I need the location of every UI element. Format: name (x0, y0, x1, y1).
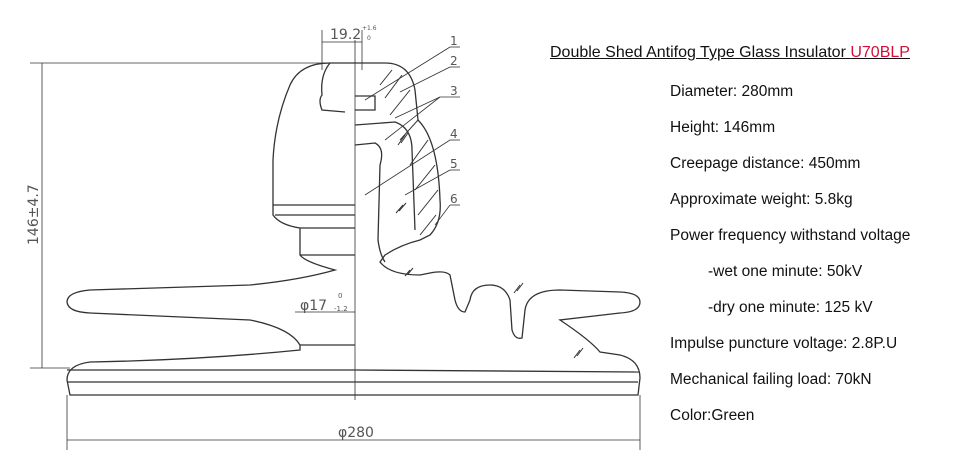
height-dim: 146±4.7 (26, 184, 42, 245)
part-label-1: 1 (450, 34, 458, 48)
bore-dim: φ17 (300, 298, 327, 314)
spec-power-frequency: Power frequency withstand voltage (670, 227, 911, 244)
spec-color: Color:Green (670, 407, 755, 424)
model-number: U70BLP (850, 44, 910, 61)
cement-layer-profile (354, 121, 416, 231)
spec-dry: -dry one minute: 125 kV (708, 299, 873, 316)
dimension-lines (30, 30, 641, 450)
spec-wet: -wet one minute: 50kV (708, 263, 863, 280)
part-leader-lines (364, 46, 460, 226)
spec-creepage: Creepage distance: 450mm (670, 155, 861, 172)
spec-diameter: Diameter: 280mm (670, 83, 794, 100)
part-label-4: 4 (450, 127, 458, 141)
cap-detail (319, 62, 346, 113)
spec-height: Height: 146mm (670, 119, 776, 136)
diameter-dim: φ280 (338, 425, 374, 441)
bore-tolerance-upper: 0 (338, 292, 342, 300)
glass-inner-profile (354, 142, 386, 263)
pin-head (355, 95, 376, 111)
spec-title-text: Double Shed Antifog Type Glass Insulator (550, 44, 846, 61)
outer-profile (66, 62, 355, 396)
section-profile (355, 62, 641, 396)
part-label-5: 5 (450, 157, 458, 171)
spec-mechanical-load: Mechanical failing load: 70kN (670, 371, 872, 388)
rim-line (354, 369, 641, 373)
spec-impulse: Impulse puncture voltage: 2.8P.U (670, 335, 898, 352)
bore-tolerance-lower: -1.2 (334, 305, 348, 313)
spec-weight: Approximate weight: 5.8kg (670, 191, 853, 208)
pin-width-dim: 19.2 (330, 27, 361, 43)
part-label-3: 3 (450, 84, 458, 98)
pin-tolerance-lower: 0 (367, 35, 371, 42)
part-label-6: 6 (450, 192, 458, 206)
pin-tolerance-upper: +1.6 (362, 25, 377, 32)
part-label-2: 2 (450, 54, 458, 68)
section-hatching (379, 69, 584, 359)
spec-title: Double Shed Antifog Type Glass Insulator… (550, 44, 910, 62)
